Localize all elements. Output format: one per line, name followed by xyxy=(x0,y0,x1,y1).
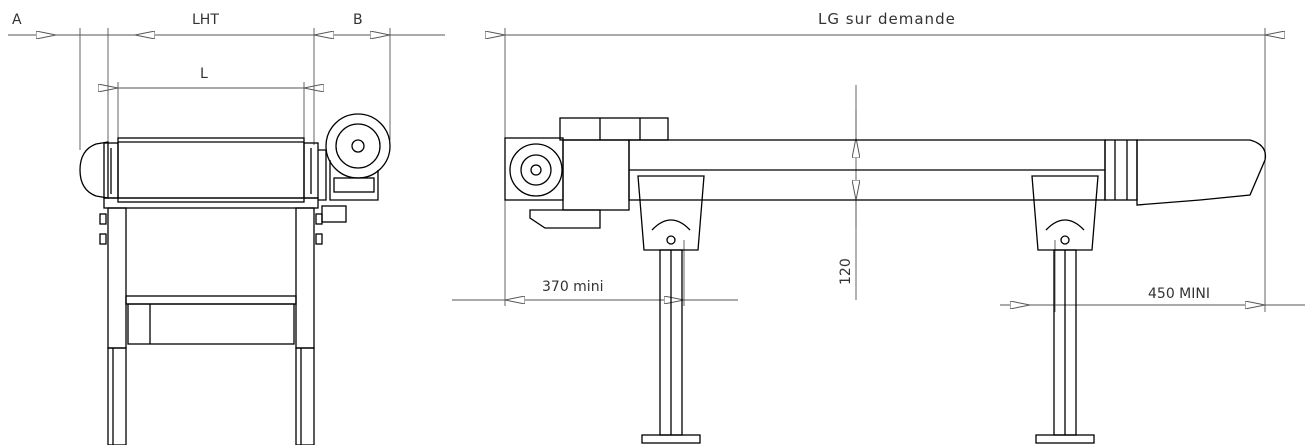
dim-label-lht: LHT xyxy=(192,12,219,28)
end-view-dimensions xyxy=(8,28,445,150)
dim-label-height: 120 xyxy=(838,258,854,285)
end-view xyxy=(8,28,445,445)
side-view xyxy=(452,28,1305,444)
dim-label-b: B xyxy=(353,12,363,28)
side-view-dimensions xyxy=(452,28,1305,312)
dim-label-lg: LG sur demande xyxy=(818,10,956,28)
dim-label-a: A xyxy=(12,12,22,28)
dim-label-left-min: 370 mini xyxy=(542,279,603,295)
dim-label-right-min: 450 MINI xyxy=(1148,286,1210,302)
dim-label-l: L xyxy=(200,66,208,82)
